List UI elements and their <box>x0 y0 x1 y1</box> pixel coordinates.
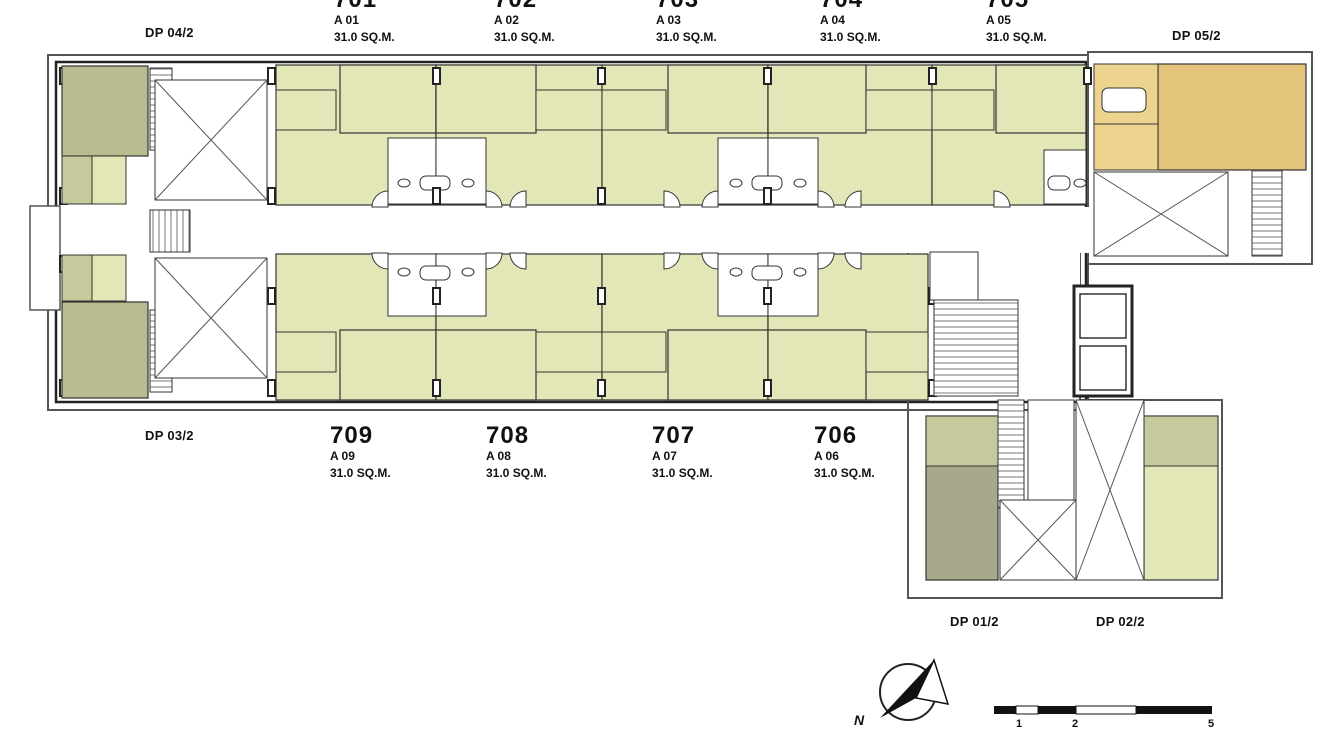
unit-number: 701 <box>334 0 395 12</box>
duplex-dp03-west <box>61 254 268 399</box>
west-stair <box>149 209 191 253</box>
compass-north-label: N <box>854 712 865 728</box>
unit-area: 31.0 SQ.M. <box>486 466 547 480</box>
unit-area: 31.0 SQ.M. <box>820 30 881 44</box>
duplex-label-dp01: DP 01/2 <box>950 614 999 629</box>
unit-area: 31.0 SQ.M. <box>652 466 713 480</box>
unit-code: A 01 <box>334 13 359 27</box>
unit-area: 31.0 SQ.M. <box>334 30 395 44</box>
unit-704-area <box>767 64 933 206</box>
unit-code: A 09 <box>330 449 355 463</box>
bathroom-fixtures <box>397 175 1087 281</box>
unit-area: 31.0 SQ.M. <box>330 466 391 480</box>
scale-tick-1: 1 <box>1016 718 1023 730</box>
main-stair <box>933 299 1019 397</box>
unit-area: 31.0 SQ.M. <box>814 466 875 480</box>
door-swings <box>371 190 1011 270</box>
unit-area: 31.0 SQ.M. <box>986 30 1047 44</box>
duplex-dp04-west <box>61 65 268 205</box>
central-corridor <box>140 207 1090 253</box>
duplex-label-dp04: DP 04/2 <box>145 25 194 40</box>
unit-label-707: 707 A 07 31.0 SQ.M. <box>652 424 713 482</box>
unit-area: 31.0 SQ.M. <box>494 30 555 44</box>
unit-702-area <box>435 64 603 206</box>
unit-label-705: 705 A 05 31.0 SQ.M. <box>986 0 1047 46</box>
unit-label-701: 701 A 01 31.0 SQ.M. <box>334 0 395 46</box>
duplex-dp05-east <box>1093 63 1307 257</box>
duplex-label-dp05: DP 05/2 <box>1172 28 1221 43</box>
unit-code: A 03 <box>656 13 681 27</box>
scale-tick-2: 2 <box>1072 718 1079 730</box>
unit-number: 707 <box>652 422 696 449</box>
duplex-dp02 <box>1075 399 1219 581</box>
unit-label-704: 704 A 04 31.0 SQ.M. <box>820 0 881 46</box>
unit-code: A 04 <box>820 13 845 27</box>
unit-code: A 05 <box>986 13 1011 27</box>
unit-701-area <box>275 64 437 206</box>
unit-707-area <box>601 253 769 401</box>
unit-label-708: 708 A 08 31.0 SQ.M. <box>486 424 547 482</box>
unit-number: 705 <box>986 0 1047 12</box>
duplex-dp01 <box>925 399 1077 581</box>
unit-code: A 02 <box>494 13 519 27</box>
se-wing-void <box>1027 399 1075 501</box>
lift-core <box>1072 284 1134 398</box>
unit-number: 703 <box>656 0 717 12</box>
scale-bar <box>994 705 1212 715</box>
unit-number: 706 <box>814 422 858 449</box>
unit-area: 31.0 SQ.M. <box>656 30 717 44</box>
scale-tick-5: 5 <box>1208 718 1215 730</box>
unit-number: 702 <box>494 0 555 12</box>
service-room <box>929 251 979 301</box>
east-corridor <box>1012 207 1080 397</box>
unit-number: 708 <box>486 422 530 449</box>
north-arrow-icon <box>879 657 950 721</box>
duplex-label-dp02: DP 02/2 <box>1096 614 1145 629</box>
unit-code: A 08 <box>486 449 511 463</box>
unit-code: A 06 <box>814 449 839 463</box>
unit-706-area <box>767 253 929 401</box>
unit-label-703: 703 A 03 31.0 SQ.M. <box>656 0 717 46</box>
duplex-label-dp03: DP 03/2 <box>145 428 194 443</box>
unit-number: 704 <box>820 0 881 12</box>
unit-number: 709 <box>330 422 374 449</box>
unit-label-702: 702 A 02 31.0 SQ.M. <box>494 0 555 46</box>
unit-label-709: 709 A 09 31.0 SQ.M. <box>330 424 391 482</box>
unit-label-706: 706 A 06 31.0 SQ.M. <box>814 424 875 482</box>
unit-code: A 07 <box>652 449 677 463</box>
unit-708-area <box>435 253 603 401</box>
unit-709-area <box>275 253 437 401</box>
unit-703-area <box>601 64 769 206</box>
